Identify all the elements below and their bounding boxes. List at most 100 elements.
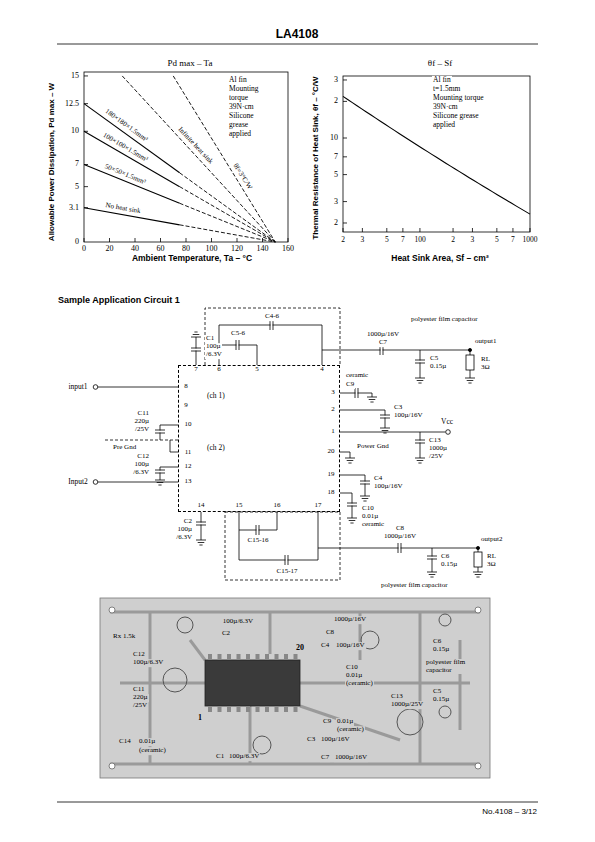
component-label: Power Gnd	[356, 443, 390, 451]
capacitor-gap	[364, 482, 367, 484]
tick-mark	[453, 228, 454, 232]
tick-mark	[84, 186, 88, 187]
capacitor-symbol	[415, 440, 425, 441]
wire	[470, 370, 471, 378]
axis-title: Allowable Power Dissipation, Pd max – W	[48, 82, 57, 242]
ic-pin	[237, 654, 241, 660]
tick-mark	[343, 156, 347, 157]
pin-number: 7	[193, 366, 199, 374]
tick-label: 7	[333, 152, 339, 161]
ground-symbol	[383, 433, 386, 434]
ic-pin	[294, 706, 298, 712]
component-label: 220µ	[133, 418, 150, 426]
pcb-label: C9	[322, 718, 332, 726]
pcb-label: 0.01µ	[138, 738, 156, 746]
component-label: C7	[378, 339, 388, 347]
component-label: /25V	[134, 426, 150, 434]
channel-label: (ch 2)	[207, 444, 225, 452]
mounting-hole	[109, 763, 115, 769]
ground-symbol	[367, 397, 377, 398]
pcb-label: C7	[320, 754, 330, 762]
pin-number: 18	[327, 489, 336, 497]
ground-line	[105, 440, 178, 441]
ic-pin	[265, 706, 269, 712]
tick-mark	[186, 238, 187, 242]
pin-number: 4	[319, 366, 325, 374]
tick-mark	[419, 228, 420, 232]
derating-curve	[173, 76, 275, 242]
tick-mark	[109, 238, 110, 242]
capacitor-gap	[431, 557, 434, 559]
pin-number: 12	[184, 463, 193, 471]
ground-symbol	[476, 577, 479, 578]
capacitor-outline	[439, 614, 451, 626]
capacitor-gap	[356, 392, 358, 395]
tick-label: 5	[333, 170, 339, 179]
pin-number: 5	[254, 366, 260, 374]
capacitor-symbol	[155, 473, 165, 474]
tick-label: 60	[156, 245, 166, 254]
tick-mark	[343, 79, 347, 80]
pcb-label: 100µ/6.3V	[132, 659, 164, 667]
pcb-label: 1	[197, 714, 203, 723]
ic-pin	[237, 706, 241, 712]
pin-number: 15	[235, 502, 244, 510]
ic-pin	[256, 654, 260, 660]
pcb-label: C14	[118, 738, 132, 746]
tick-label: 7	[510, 236, 516, 244]
capacitor-symbol	[415, 360, 425, 361]
pin-number: 17	[314, 502, 323, 510]
capacitor-outline	[177, 617, 193, 633]
capacitor-symbol	[196, 525, 206, 526]
ground-symbol	[360, 496, 370, 497]
capacitor-gap	[399, 547, 401, 550]
tick-label: 160	[281, 245, 295, 254]
capacitor-symbol	[380, 418, 390, 419]
axis-title: Thermal Resistance of Heat Sink, θf – °C…	[312, 75, 321, 240]
derating-curve	[180, 203, 276, 242]
component-label: C9	[345, 381, 355, 389]
ground-symbol	[158, 485, 161, 486]
mounting-hole	[109, 607, 115, 613]
component-label: 100µ/16V	[393, 412, 424, 420]
component-label: input1	[67, 383, 88, 391]
pin-number: 19	[327, 471, 336, 479]
ground-symbol	[157, 482, 164, 483]
tick-mark	[529, 228, 530, 232]
chart-note: Mounting	[228, 85, 260, 93]
component-label: ceramic	[345, 372, 369, 380]
tick-label: 80	[181, 245, 191, 254]
capacitor-gap	[381, 349, 383, 352]
pcb-label: (ceramic)	[138, 747, 167, 755]
ic-pin	[284, 706, 288, 712]
pcb-label: 0.15µ	[432, 646, 450, 654]
pcb-label: polyester film capacitor	[425, 659, 481, 674]
component-label: C1	[205, 335, 215, 343]
capacitor-symbol	[427, 559, 437, 560]
component-label: polyester film capacitor	[410, 316, 478, 324]
tick-label: 2	[340, 236, 346, 244]
ic-pin	[208, 654, 212, 660]
component-label: 100µ	[205, 343, 222, 351]
component-label: 1000µ/16V	[366, 331, 400, 339]
tick-label: 5	[74, 183, 80, 192]
axis-title: Ambient Temperature, Ta – °C	[131, 254, 253, 263]
component-label: /6.3V	[132, 469, 150, 477]
component-label: C3	[393, 404, 403, 412]
tick-mark	[343, 201, 347, 202]
tick-label: 5	[494, 236, 500, 244]
derating-curve	[84, 165, 180, 204]
ground-symbol	[380, 428, 390, 429]
capacitor-gap	[286, 559, 288, 562]
ground-symbol	[155, 480, 165, 481]
capacitor-symbol	[401, 543, 402, 553]
tick-mark	[135, 238, 136, 242]
component-label: /6.3V	[175, 534, 193, 542]
tick-mark	[343, 174, 347, 175]
page-title: LA4108	[276, 27, 319, 41]
ground-symbol	[362, 498, 369, 499]
capacitor-symbol	[288, 555, 289, 565]
wire	[420, 432, 421, 458]
chart-frame	[343, 76, 530, 232]
